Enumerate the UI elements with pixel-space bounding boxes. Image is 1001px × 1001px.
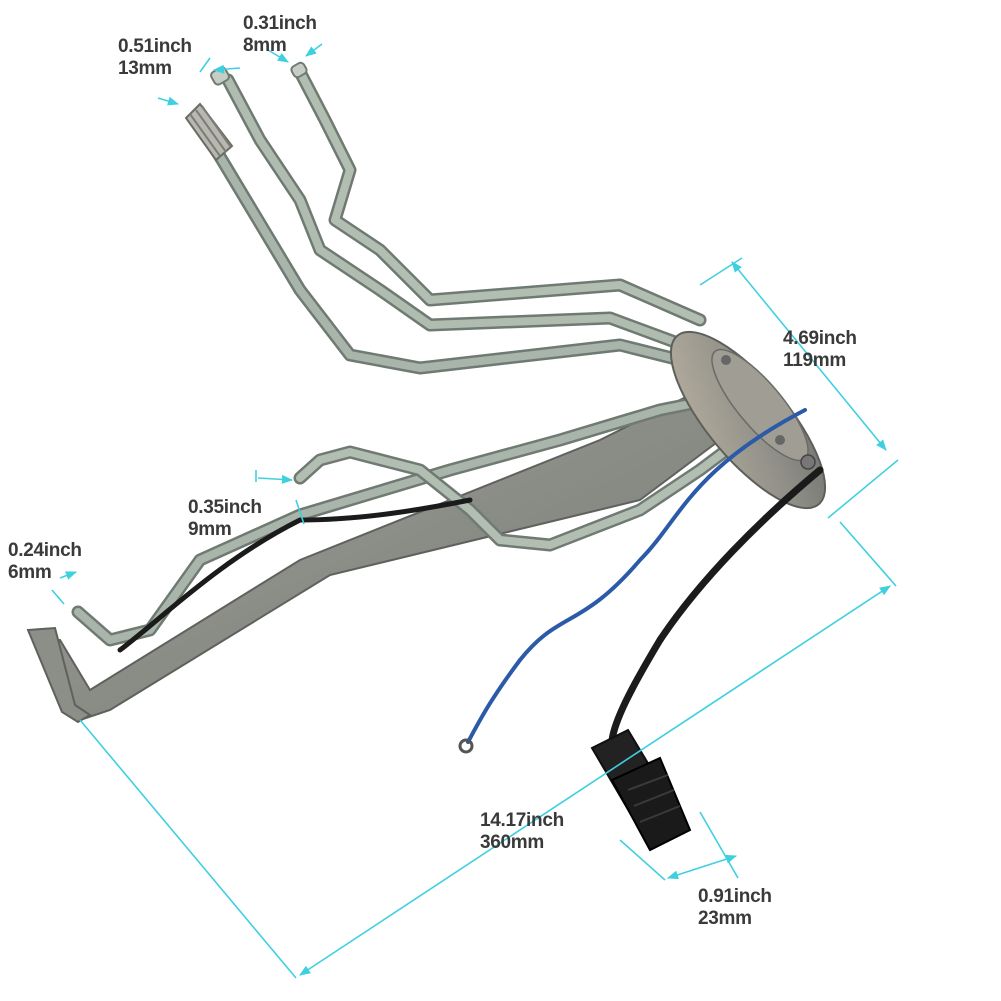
connector-inch: 0.91inch	[698, 886, 772, 907]
connector-mm: 23mm	[698, 908, 752, 929]
dimension-lines	[51, 43, 899, 979]
electrical-connector	[590, 728, 692, 852]
side-port-inch: 0.35inch	[188, 497, 262, 518]
port-small-inch: 0.31inch	[243, 13, 317, 34]
port-large-mm: 13mm	[118, 58, 172, 79]
flange-width-inch: 4.69inch	[783, 328, 857, 349]
flange-width-mm: 119mm	[783, 350, 846, 371]
dimension-label-overall-length: 14.17inch 360mm	[480, 810, 564, 854]
port-large-inch: 0.51inch	[118, 36, 192, 57]
side-port-mm: 9mm	[188, 519, 232, 540]
upper-tubes	[203, 65, 727, 377]
dimension-label-port-small: 0.31inch 8mm	[243, 13, 317, 57]
pickup-tube-mm: 6mm	[8, 562, 52, 583]
overall-length-inch: 14.17inch	[480, 810, 564, 831]
dimension-label-flange-width: 4.69inch 119mm	[783, 328, 857, 372]
side-tube	[293, 433, 747, 552]
dimension-label-side-port: 0.35inch 9mm	[188, 497, 262, 541]
port-small-mm: 8mm	[243, 35, 287, 56]
threaded-fitting	[184, 61, 308, 162]
overall-length-mm: 360mm	[480, 832, 544, 853]
pickup-tube-inch: 0.24inch	[8, 540, 82, 561]
dimension-label-pickup-tube: 0.24inch 6mm	[8, 540, 82, 584]
dimension-label-connector: 0.91inch 23mm	[698, 886, 772, 930]
pickup-tube	[71, 388, 742, 647]
dimension-label-port-large: 0.51inch 13mm	[118, 36, 192, 80]
